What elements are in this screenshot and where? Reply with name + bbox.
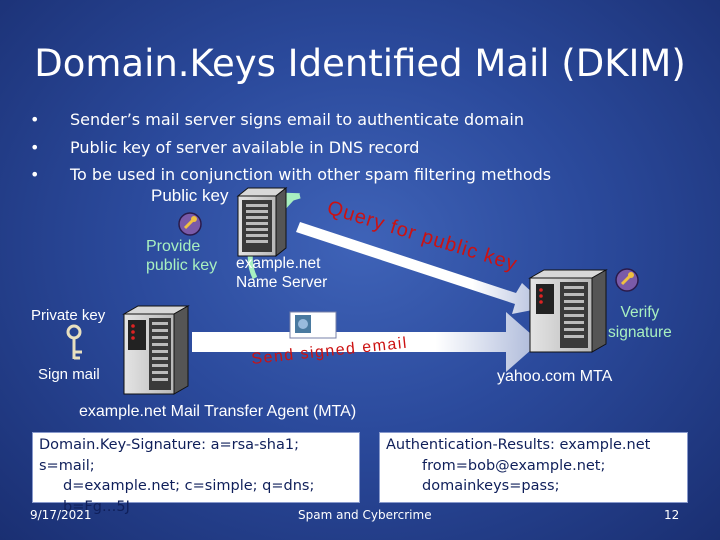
bullet-item: •Public key of server available in DNS r…: [30, 137, 420, 157]
envelope-icon: [289, 311, 337, 339]
bullet-item: •Sender’s mail server signs email to aut…: [30, 110, 524, 129]
yahoo-label: yahoo.com MTA: [497, 368, 613, 385]
mta-server-icon: [122, 305, 190, 395]
private-key-icon: [66, 324, 82, 360]
name-server-label: example.net Name Server: [236, 255, 328, 291]
signature-header-box: Domain.Key-Signature: a=rsa-sha1; s=mail…: [32, 432, 360, 515]
bullet-item: •To be used in conjunction with other sp…: [30, 165, 552, 184]
private-key-label: Private key: [31, 307, 106, 324]
verify-label: Verify signature: [608, 304, 672, 341]
verify-key-icon: [615, 268, 639, 292]
public-key-icon: [178, 212, 202, 236]
footer-title: Spam and Cybercrime: [298, 508, 432, 522]
auth-results-box: Authentication-Results: example.net from…: [379, 432, 688, 503]
page-number: 12: [664, 508, 680, 522]
slide-title: Domain.Keys Identified Mail (DKIM): [34, 42, 686, 85]
provide-label: Provide public key: [146, 238, 218, 274]
sign-mail-label: Sign mail: [38, 366, 100, 383]
name-server-icon: [236, 186, 288, 258]
public-key-label: Public key: [151, 186, 229, 205]
send-arrow: [192, 312, 540, 372]
query-arrow: [296, 222, 548, 314]
mta-label: example.net Mail Transfer Agent (MTA): [79, 403, 357, 420]
bullet-list: •Sender’s mail server signs email to aut…: [30, 106, 551, 189]
footer-date: 9/17/2021: [30, 508, 92, 522]
yahoo-server-icon: [528, 269, 608, 353]
